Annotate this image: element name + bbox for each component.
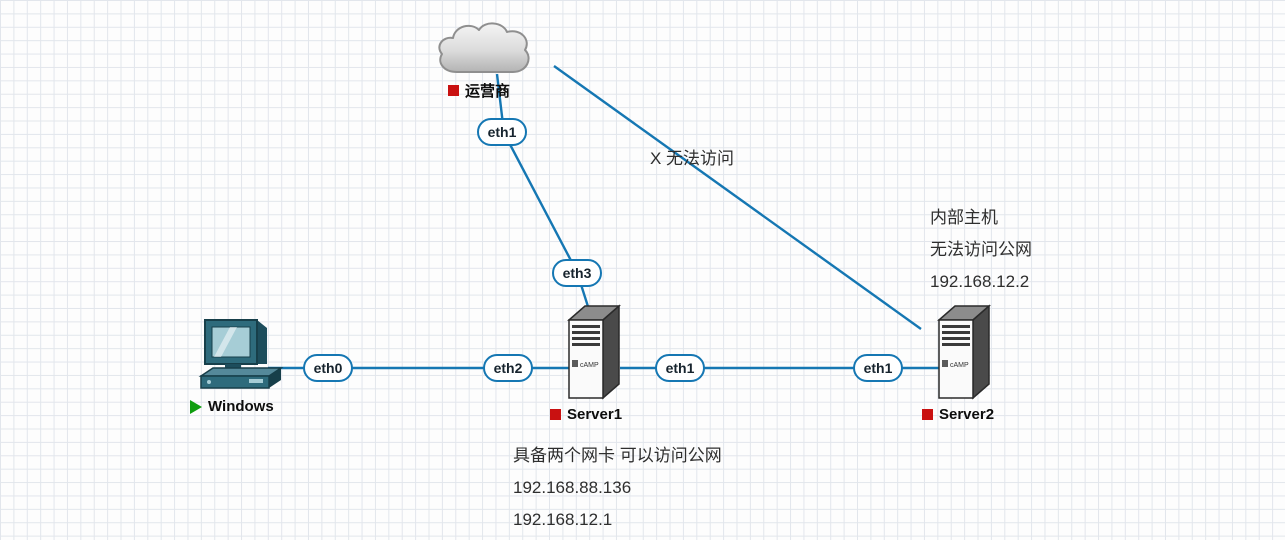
interface-label-server1-eth3[interactable]: eth3: [552, 259, 602, 287]
interface-label-windows-eth0[interactable]: eth0: [303, 354, 353, 382]
cloud-icon[interactable]: [433, 18, 537, 82]
stopped-status-icon: [922, 409, 933, 420]
stopped-status-icon: [550, 409, 561, 420]
stopped-status-icon: [448, 85, 459, 96]
interface-label-cloud-eth1[interactable]: eth1: [477, 118, 527, 146]
server2-label-text: Server2: [939, 406, 995, 423]
server1-note-line3: 192.168.12.1: [513, 510, 613, 529]
link-cloud-server2-blocked[interactable]: [553, 65, 922, 330]
server2-icon[interactable]: cAMP: [931, 302, 995, 402]
server2-note-line1: 内部主机: [930, 208, 998, 227]
interface-label-server1-eth1[interactable]: eth1: [655, 354, 705, 382]
windows-label-text: Windows: [208, 398, 274, 415]
server2-note: 内部主机 无法访问公网 192.168.12.2: [930, 202, 1032, 298]
server1-label-text: Server1: [567, 406, 623, 423]
interface-label-server2-eth1[interactable]: eth1: [853, 354, 903, 382]
server1-logo-text: cAMP: [580, 362, 599, 369]
interface-label-server1-eth2[interactable]: eth2: [483, 354, 533, 382]
link-cloud-server1[interactable]: [495, 73, 593, 317]
server1-note-line2: 192.168.88.136: [513, 478, 632, 497]
blocked-access-annotation: X 无法访问: [650, 149, 735, 168]
running-status-icon: [190, 399, 202, 414]
server1-label: Server1: [550, 406, 622, 423]
server1-icon[interactable]: cAMP: [561, 302, 625, 402]
server2-note-line3: 192.168.12.2: [930, 272, 1030, 291]
windows-computer-icon[interactable]: [197, 316, 289, 396]
server2-label: Server2: [922, 406, 994, 423]
server2-logo-text: cAMP: [950, 362, 969, 369]
cloud-label: 运营商: [448, 80, 510, 101]
cloud-label-text: 运营商: [465, 83, 511, 100]
server1-note: 具备两个网卡 可以访问公网 192.168.88.136 192.168.12.…: [513, 440, 722, 536]
windows-label: Windows: [190, 398, 274, 415]
server1-note-line1: 具备两个网卡 可以访问公网: [513, 446, 722, 465]
server2-note-line2: 无法访问公网: [930, 240, 1032, 259]
